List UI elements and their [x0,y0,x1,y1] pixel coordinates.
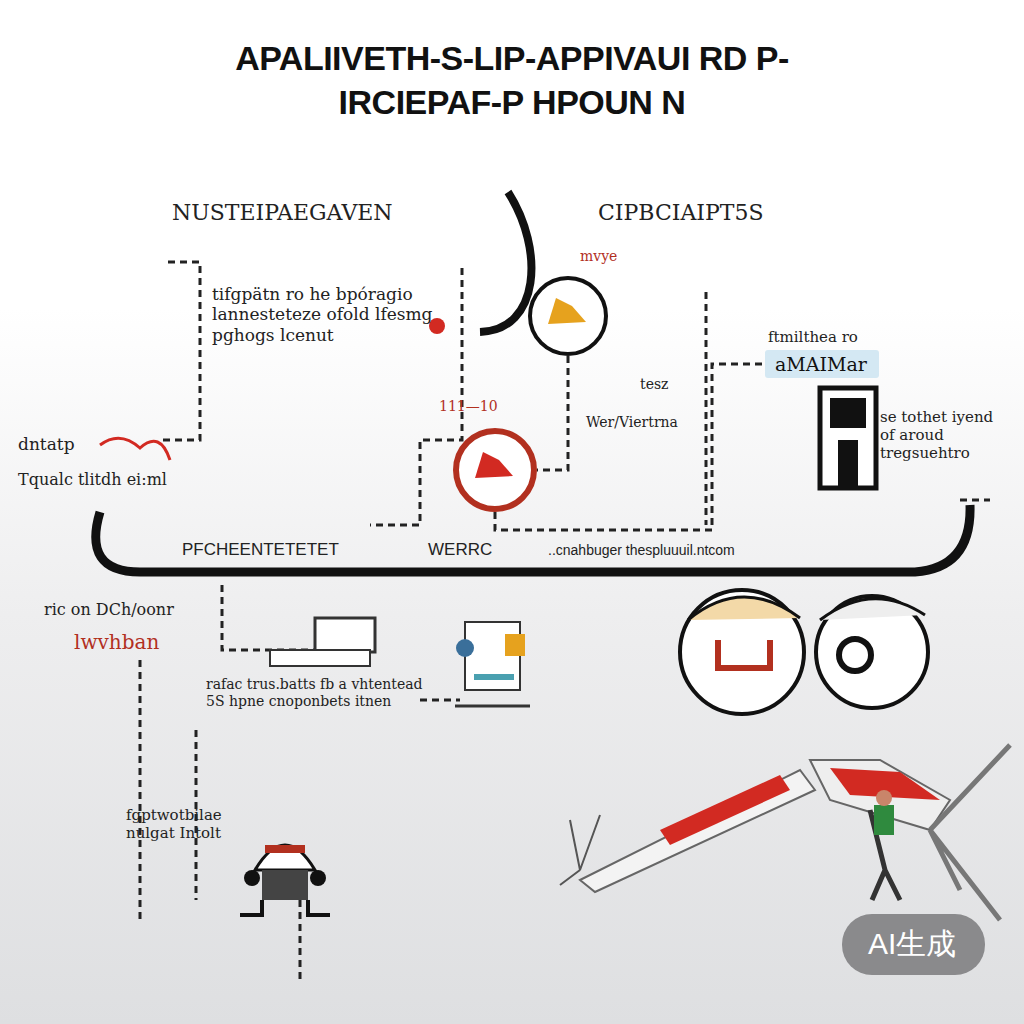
label-text: PFCHEENTETETET [182,540,339,560]
label-text: rafac trus.batts fb a vhtentead 5S hpne … [206,676,432,710]
label-text: Wer/Viertrna [586,414,678,431]
door-frame [820,388,876,488]
curved-bar [480,192,531,332]
eye-mark [718,640,770,668]
icon-circle: mvye [528,276,608,356]
label-text: NUSTEIPAEGAVEN [172,200,393,226]
door-icon [820,388,876,488]
label-text: tifgpätn ro he bpóragio lannesteteze ofo… [212,284,464,345]
eye [816,596,928,708]
leader-line [705,292,708,525]
panel-base [270,650,370,666]
leader-line [960,499,990,502]
label-text: Tqualc tlitdh ei:ml [18,470,196,489]
eye [680,590,804,714]
circle-shape [530,278,606,354]
icon-circle: 111—10 [453,428,537,512]
panel-frame [315,618,375,652]
device-icon [455,622,530,706]
label-text: fgptwotbilae nulgat Intolt [126,806,254,842]
crane-hook [560,815,600,885]
robot-legs [240,900,330,915]
label-text: ..cnahbuger thespluuuil.ntcom [548,542,735,559]
panel-icon [270,618,375,666]
node-heading: mvye [580,248,617,264]
diagram-title: APALIIVETH-S-LIP-APPIVAUI RD P-IRCIEPAF-… [172,36,852,124]
band-line [96,505,970,572]
robot-body [262,870,308,900]
label-text: se tothet iyend of aroud tregsuehtro [880,408,1012,462]
robot-hand [310,870,326,886]
dashed-connector [537,356,568,470]
red-scribble [100,438,170,460]
door-leaf [838,440,858,486]
label-text: ftmilthea ro [768,328,858,346]
label-box: aMAIMar [765,350,879,378]
robot-hand [244,870,260,886]
crane-arm [580,770,815,892]
crane-figure [560,745,1010,920]
circle-outline [453,428,537,512]
device-tag [505,634,525,656]
label-text: dntatp [18,434,75,454]
crane-legs [930,745,1010,920]
node-heading: 111—10 [439,398,498,414]
robot-visor [265,845,305,853]
device-knob [456,639,474,657]
dashed-connector [495,364,765,530]
robot-head [255,845,315,870]
worker-vest [874,805,894,835]
connector-line [537,356,568,470]
eyes-figure [680,590,928,714]
eyelid [820,599,925,620]
leader-line [139,660,142,920]
node-text: aMAIMar [775,353,869,375]
worker-head [876,790,892,806]
circle-glyph [548,298,586,324]
circle-outline [528,276,608,356]
device-slot [474,674,514,680]
leader-line [299,900,302,980]
node-text: AI生成 [868,924,959,965]
door-window [830,398,866,428]
pupil [839,639,871,671]
circle-glyph [475,452,513,478]
badge-pill: AI生成 [842,914,985,975]
circle-shape [456,431,534,509]
leader-lines [140,262,990,980]
label-text: lwvhban [74,630,159,654]
label-text: tesz [640,376,668,393]
device-stand [455,705,530,708]
leader-line [160,262,200,440]
connector-line [495,364,765,530]
eyelid [688,597,800,620]
robot-icon [240,845,330,915]
label-text: ric on DCh/oonr [44,600,174,619]
crane-stripe [660,775,790,845]
label-text: WERRC [428,540,492,560]
leader-line [420,699,460,702]
label-text: CIPBCIAIPT5S [598,200,764,226]
